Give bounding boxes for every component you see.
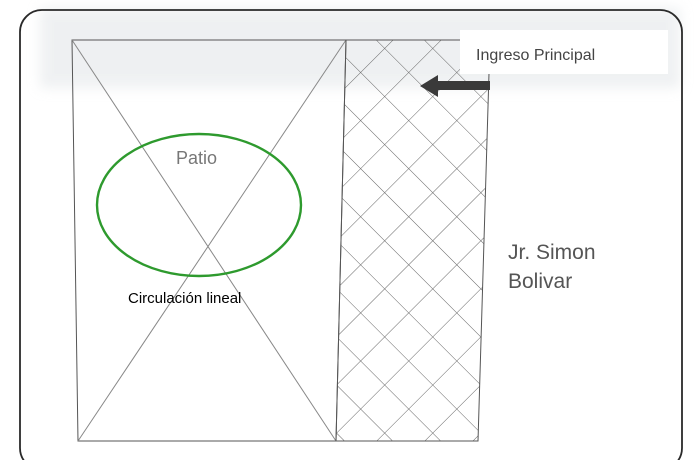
street-label-line2: Bolivar	[508, 270, 573, 293]
patio-ellipse	[95, 132, 303, 278]
block-diagonal-a	[71, 39, 337, 442]
street-label: Jr. Simon Bolivar	[508, 238, 668, 296]
block-diagonal-b	[77, 39, 347, 442]
patio-label: Patio	[176, 148, 218, 168]
entrance-label-box	[460, 30, 668, 74]
arrow-left-icon	[420, 75, 490, 97]
hatched-circulation-zone	[335, 39, 491, 442]
outer-frame	[19, 9, 683, 460]
circulation-label: Circulación lineal	[128, 290, 242, 307]
street-label-line1: Jr. Simon	[508, 241, 596, 264]
building-block	[71, 39, 347, 442]
main-entrance-label: Ingreso Principal	[476, 47, 596, 64]
